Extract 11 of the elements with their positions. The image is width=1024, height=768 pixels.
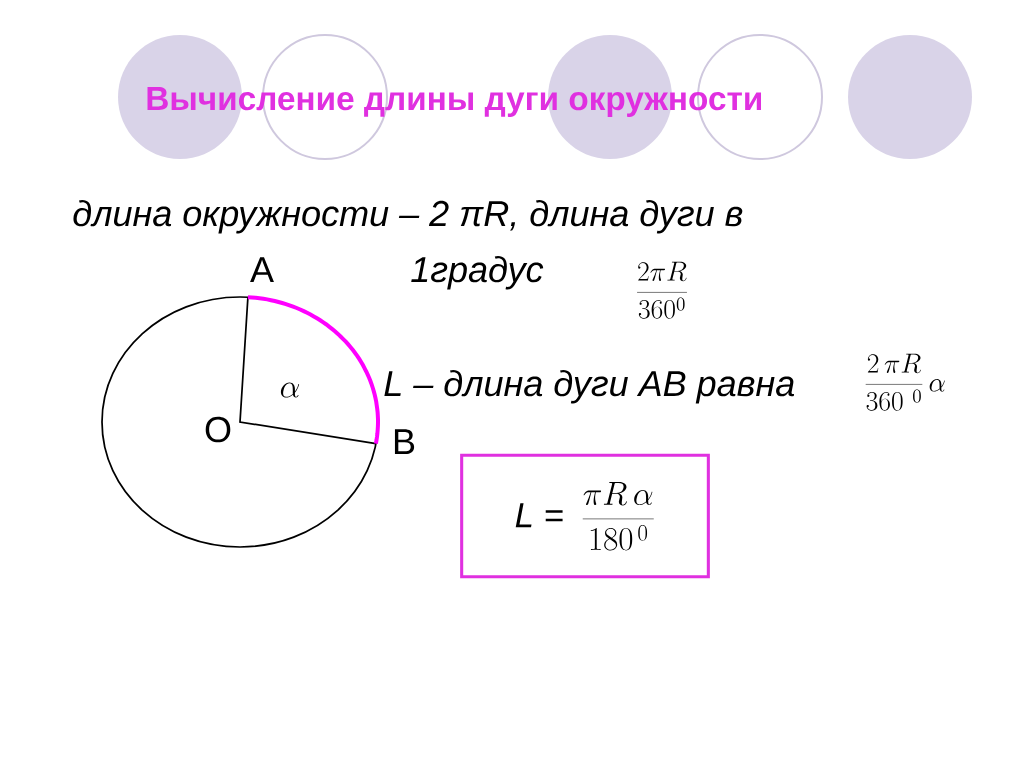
text-line: длина окружности – 2 πR, длина дуги в bbox=[73, 199, 743, 234]
formula: $\frac{2\pi R}{360^{0}}$ bbox=[637, 261, 687, 319]
point-label: B bbox=[394, 429, 415, 454]
text-line: L – длина дуги AB равна bbox=[384, 369, 795, 404]
angle-label: $\alpha$ bbox=[280, 382, 300, 398]
title: Вычисление длины дуги окружности bbox=[147, 87, 761, 117]
formula-box: L = $\frac{\pi R\,\alpha}{180^{\,0}}$ bbox=[460, 453, 710, 579]
text-line: 1градус bbox=[411, 255, 544, 290]
point-label: A bbox=[250, 257, 274, 282]
formula: $\frac{2\,\pi R}{360^{\;\,0}}\,\alpha$ bbox=[865, 353, 945, 411]
point-label: O bbox=[205, 416, 231, 443]
